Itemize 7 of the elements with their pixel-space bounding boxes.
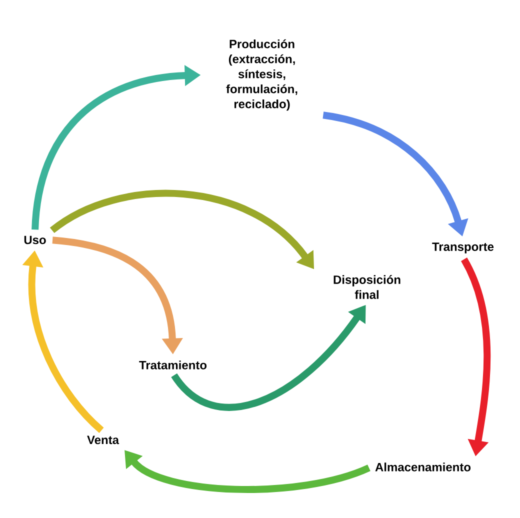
stage-label: Transporte [432,242,494,254]
stage-label: Venta [87,436,120,444]
stage-label: Tratamiento [139,360,207,370]
stage-label: Uso [24,236,46,244]
stage-label: Almacenamiento [375,462,471,472]
stage-label: Producción (extracción, síntesis, formulación, reciclado) [226,39,298,111]
stage-label: Disposición final [334,275,400,299]
